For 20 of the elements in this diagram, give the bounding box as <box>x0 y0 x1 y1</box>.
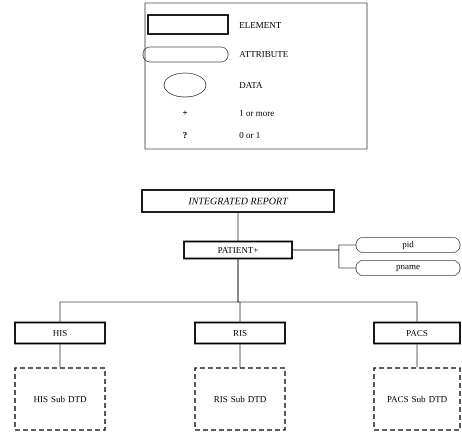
element-box: PACS <box>373 322 461 344</box>
connector-line <box>238 259 418 322</box>
attribute-pill: pid <box>356 237 460 253</box>
attribute-pill: pname <box>356 260 460 276</box>
connector-line <box>292 250 356 268</box>
element-box: INTEGRATED REPORT <box>141 189 335 213</box>
element-box: HIS <box>14 322 106 344</box>
sub-dtd-box: PACS Sub DTD <box>373 367 461 431</box>
symbol-label: ? <box>183 132 187 138</box>
element-box: RIS <box>194 322 286 344</box>
legend-label: DATA <box>239 82 262 88</box>
legend-label: 0 or 1 <box>240 132 260 138</box>
legend-label: 1 or more <box>240 110 274 116</box>
symbol-label: + <box>182 110 188 115</box>
connector-line <box>416 344 418 368</box>
legend-label: ELEMENT <box>239 22 282 28</box>
sub-dtd-box: HIS Sub DTD <box>14 367 106 431</box>
legend-label: ATTRIBUTE <box>239 50 288 58</box>
sub-dtd-box: RIS Sub DTD <box>194 367 286 431</box>
element-box: PATIENT+ <box>183 240 293 260</box>
